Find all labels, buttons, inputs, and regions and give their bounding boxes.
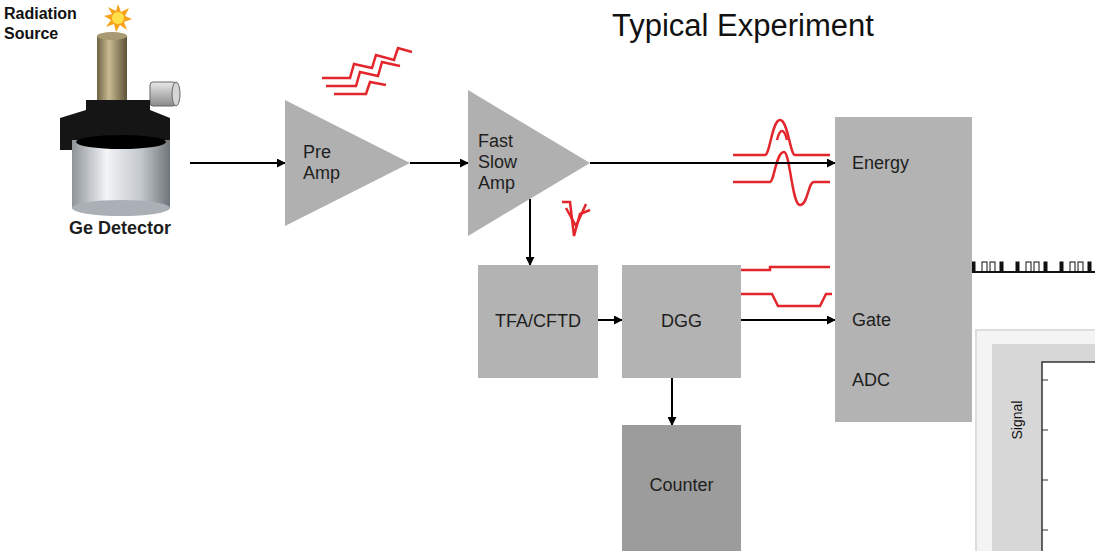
process-box: DGG (622, 265, 741, 378)
ge-detector-drawing (60, 32, 180, 216)
node-text: Gate (852, 310, 891, 331)
sun-icon (104, 4, 132, 32)
fast-amp-signal (562, 202, 590, 236)
signal-arrow (671, 378, 673, 425)
signal-arrow (590, 162, 835, 164)
process-box: TFA/CFTD (478, 265, 598, 378)
signal-arrow (529, 199, 531, 265)
signal-arrow (410, 162, 468, 164)
source-label: Radiation Source (4, 4, 96, 44)
node-text: Pre Amp (303, 142, 347, 184)
amplifier-triangle: Fast Slow Amp (468, 90, 590, 236)
signal-arrow (190, 162, 285, 164)
adc-box: EnergyGateADC (835, 117, 972, 422)
preamp-signal (322, 48, 412, 94)
node-text: Ge Detector (60, 218, 180, 239)
signal-arrow (741, 319, 835, 321)
node-text: Counter (622, 475, 741, 496)
node-text: DGG (622, 311, 741, 332)
node-text: TFA/CFTD (478, 311, 598, 332)
signal-chart (976, 330, 1095, 551)
node-text: Fast Slow Amp (478, 131, 524, 194)
node-text: ADC (852, 370, 890, 391)
gate-pulse (733, 267, 832, 306)
process-box: Counter (622, 425, 741, 551)
node-text: Energy (852, 153, 909, 174)
detector: Ge Detector (50, 30, 190, 248)
axis-label: Signal (1009, 390, 1025, 450)
amplifier-triangle: Pre Amp (285, 100, 410, 226)
pulse-train (968, 262, 1095, 272)
title: Typical Experiment (612, 8, 874, 44)
signal-arrow (598, 319, 622, 321)
